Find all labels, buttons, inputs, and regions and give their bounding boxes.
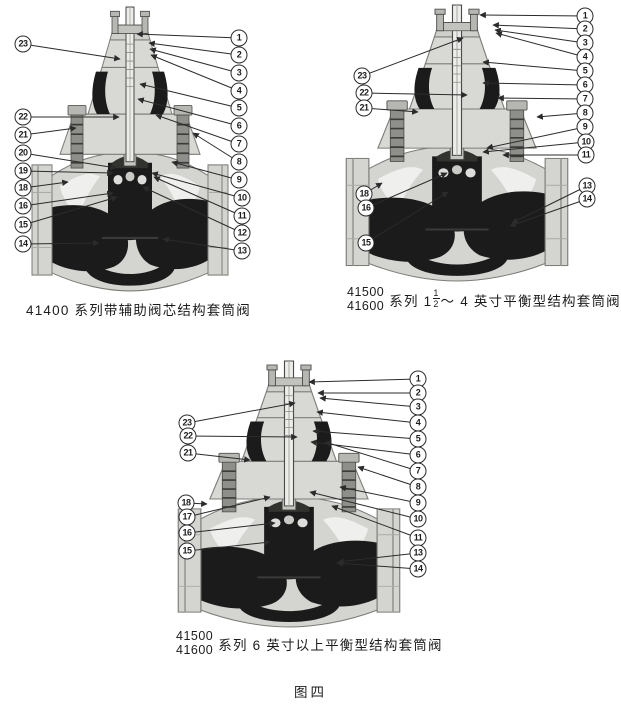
callout-12: 12 <box>233 224 251 242</box>
callout-15: 15 <box>14 216 32 234</box>
diagram-caption-41500-large: 41500 41600 系列 6 英寸以上平衡型结构套筒阀 <box>176 629 443 658</box>
callout-7: 7 <box>230 135 248 153</box>
callout-15: 15 <box>357 234 375 252</box>
callout-11: 11 <box>233 207 251 225</box>
callout-14: 14 <box>578 190 596 208</box>
valve-cross-section-illustration <box>344 4 570 282</box>
callout-21: 21 <box>179 444 197 462</box>
callout-14: 14 <box>14 235 32 253</box>
callout-5: 5 <box>409 430 427 448</box>
callout-23: 23 <box>353 67 371 85</box>
callout-1: 1 <box>230 29 248 47</box>
valve-cross-section-illustration <box>30 6 230 292</box>
callout-7: 7 <box>409 462 427 480</box>
caption-text: 系列 6 英寸以上平衡型结构套筒阀 <box>218 637 443 653</box>
callout-10: 10 <box>233 189 251 207</box>
callout-16: 16 <box>178 524 196 542</box>
callout-4: 4 <box>409 414 427 432</box>
callout-9: 9 <box>230 171 248 189</box>
series-numbers: 41500 41600 <box>347 285 385 313</box>
callout-22: 22 <box>14 108 32 126</box>
callout-6: 6 <box>409 446 427 464</box>
callout-13: 13 <box>233 242 251 260</box>
callout-21: 21 <box>355 99 373 117</box>
callout-16: 16 <box>14 197 32 215</box>
callout-5: 5 <box>230 99 248 117</box>
callout-11: 11 <box>577 146 595 164</box>
callout-20: 20 <box>14 144 32 162</box>
diagram-41400 <box>0 0 260 320</box>
callout-8: 8 <box>230 153 248 171</box>
callout-21: 21 <box>14 126 32 144</box>
callout-15: 15 <box>178 542 196 560</box>
callout-10: 10 <box>409 510 427 528</box>
callout-13: 13 <box>409 544 427 562</box>
diagram-caption-41400: 41400 系列带辅助阀芯结构套筒阀 <box>26 303 251 318</box>
callout-14: 14 <box>409 560 427 578</box>
figure-label: 图四 <box>294 685 327 700</box>
valve-cross-section-illustration <box>176 360 402 628</box>
callout-3: 3 <box>230 64 248 82</box>
callout-6: 6 <box>230 117 248 135</box>
callout-22: 22 <box>179 427 197 445</box>
callout-16: 16 <box>357 199 375 217</box>
callout-17: 17 <box>178 508 196 526</box>
callout-23: 23 <box>14 35 32 53</box>
callout-8: 8 <box>409 478 427 496</box>
callout-2: 2 <box>230 46 248 64</box>
callout-4: 4 <box>230 82 248 100</box>
series-numbers: 41500 41600 <box>176 629 214 657</box>
callout-3: 3 <box>409 398 427 416</box>
callout-9: 9 <box>409 494 427 512</box>
callout-18: 18 <box>14 179 32 197</box>
callout-19: 19 <box>14 162 32 180</box>
